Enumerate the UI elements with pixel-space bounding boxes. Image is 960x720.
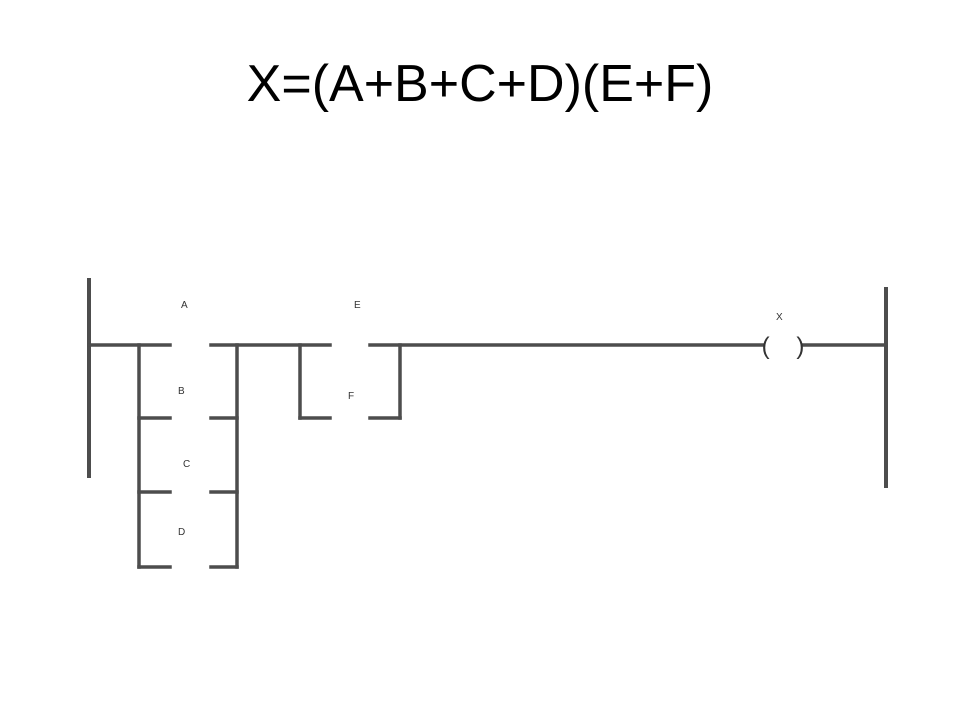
contact-d-label: D [178, 527, 185, 538]
coil-x: ( ) [762, 333, 805, 360]
contact-f-label: F [348, 391, 354, 402]
contact-e-label: E [354, 300, 361, 311]
contact-e [326, 333, 375, 357]
slide-title: X=(A+B+C+D)(E+F) [246, 55, 714, 113]
contact-a [166, 333, 216, 357]
coil-x-label: X [776, 312, 783, 323]
contact-b-label: B [178, 386, 185, 397]
rung-wiring [87, 343, 888, 569]
contact-c [166, 480, 216, 504]
contact-b [166, 406, 216, 430]
contact-d [166, 555, 216, 579]
contact-c-label: C [183, 459, 190, 470]
contact-a-label: A [181, 300, 188, 311]
contact-f [326, 406, 375, 430]
